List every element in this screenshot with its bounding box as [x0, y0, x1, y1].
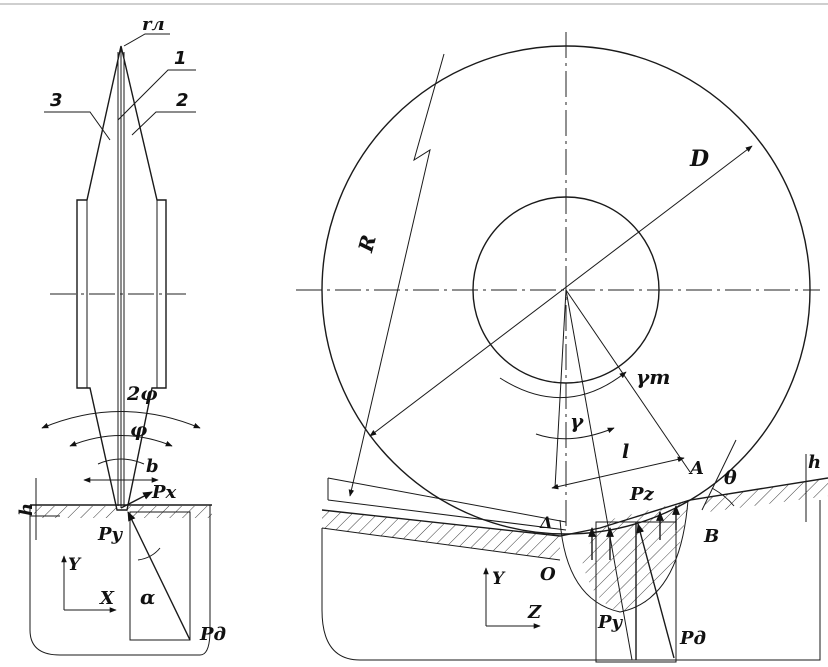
label-rl: rл: [142, 14, 165, 35]
label-pd-left: Pд: [199, 624, 226, 645]
label-O: O: [540, 564, 556, 585]
track-line-upper: [327, 477, 567, 523]
track-line-lower: [327, 499, 567, 531]
pd-arrow-right: [636, 523, 675, 659]
left-view: rл 1 2 3 2φ φ b h Px Py α Pд: [16, 14, 226, 656]
label-pz: Pz: [629, 484, 655, 505]
length-l-line: [551, 456, 685, 490]
radius-R-line: [348, 53, 445, 497]
label-py-right: Py: [597, 612, 624, 633]
label-z-right: Z: [527, 602, 542, 623]
radial-line-A: [565, 289, 691, 473]
label-2phi: 2φ: [126, 383, 157, 405]
label-D: D: [689, 146, 709, 172]
arc-phi: [69, 435, 173, 447]
label-R: R: [353, 232, 381, 255]
label-h-left: h: [16, 503, 37, 516]
label-gamma: γ: [570, 409, 584, 433]
arc-theta: [711, 487, 735, 507]
radial-line-Delta: [554, 289, 567, 489]
part2-leader: [131, 111, 196, 136]
label-phi: φ: [130, 419, 147, 441]
label-h-right: h: [808, 452, 821, 473]
label-l: l: [622, 441, 629, 463]
label-pd-right: Pд: [679, 628, 706, 649]
ground-hatch-left: [322, 510, 560, 560]
label-y-right: Y: [492, 569, 506, 589]
label-delta: Δ: [539, 513, 552, 532]
arc-2phi: [41, 411, 201, 429]
label-part-3: 3: [50, 90, 63, 111]
label-alpha: α: [140, 585, 155, 609]
ground-hatch-left: [34, 506, 116, 518]
label-px: Px: [151, 482, 177, 503]
arc-alpha: [137, 547, 161, 561]
label-b: b: [146, 456, 159, 477]
ground-hatch-right: [700, 478, 828, 512]
blade-outline: [76, 45, 167, 511]
right-view: D R γm γ l A θ h B: [296, 32, 828, 663]
label-x-left: X: [99, 588, 115, 609]
label-part-1: 1: [174, 48, 187, 69]
label-gamma-m: γm: [636, 365, 670, 389]
label-part-2: 2: [176, 90, 189, 111]
arc-b: [97, 458, 145, 465]
soil-boundary-right: [321, 500, 821, 661]
px-arrow: [120, 491, 153, 509]
force-rectangle: [129, 511, 191, 641]
pd-arrow: [127, 511, 191, 641]
arc-gamma: [535, 427, 615, 440]
diameter-line: [369, 145, 753, 437]
arc-gamma-m: [499, 371, 627, 399]
part3-leader: [44, 111, 111, 141]
label-theta: θ: [724, 467, 737, 489]
label-B: B: [703, 526, 719, 547]
theta-ref-line: [701, 439, 737, 511]
rl-leader: [123, 33, 170, 47]
label-py-left: Py: [97, 524, 124, 545]
label-A: A: [688, 458, 704, 479]
part1-leader: [117, 69, 196, 121]
outer-disk: [321, 45, 811, 535]
label-y-left: Y: [68, 555, 82, 575]
soil-boundary: [29, 505, 211, 656]
